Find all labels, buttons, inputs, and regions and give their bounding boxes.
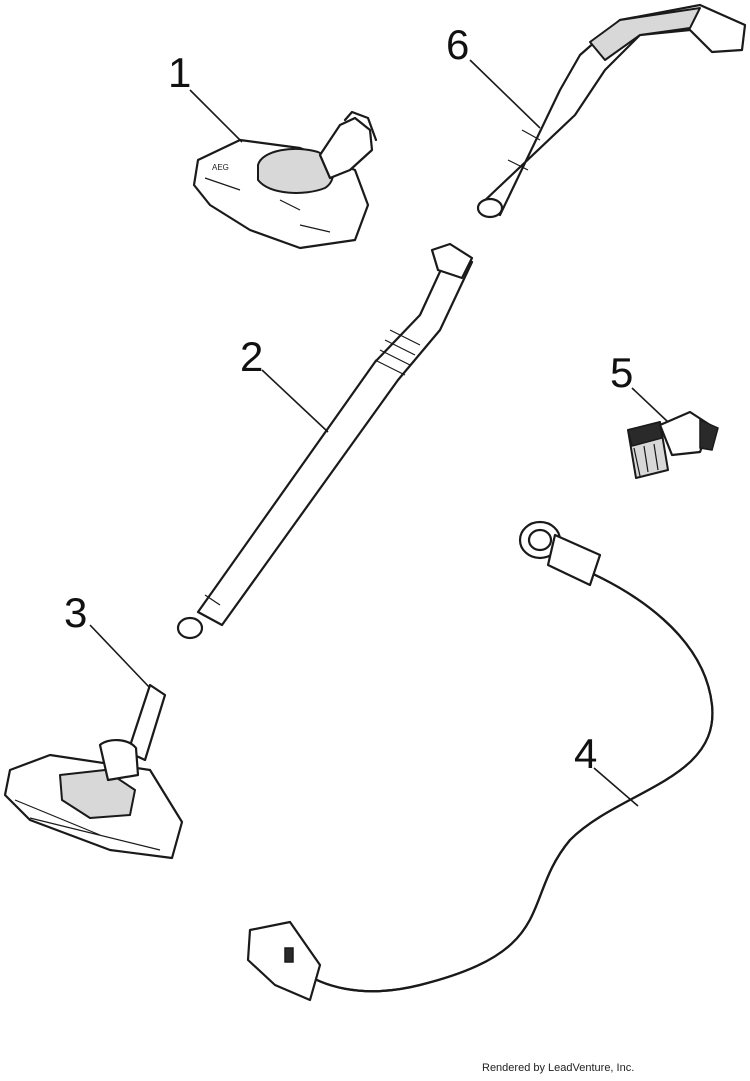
footer-credit: Rendered by LeadVenture, Inc.: [482, 1062, 635, 1074]
leader-line-3: [89, 624, 151, 689]
leader-line-5: [631, 387, 669, 423]
leader-line-4: [593, 767, 639, 807]
svg-text:AEG: AEG: [212, 163, 229, 172]
leader-line-6: [469, 59, 541, 129]
callout-1: 1: [168, 49, 192, 96]
callout-3: 3: [64, 589, 88, 636]
part-handle[interactable]: [476, 3, 747, 219]
part-floor-nozzle[interactable]: [3, 683, 184, 860]
leader-line-2: [261, 369, 329, 433]
leader-line-1: [189, 89, 243, 143]
part-dusting-brush[interactable]: [627, 410, 719, 479]
callout-2: 2: [240, 333, 264, 380]
part-turbo-brush[interactable]: AEG: [192, 110, 378, 250]
callout-6: 6: [446, 21, 470, 68]
part-telescopic-tube[interactable]: [176, 242, 474, 640]
callout-4: 4: [574, 730, 598, 777]
callout-5: 5: [610, 349, 634, 396]
part-hose[interactable]: [246, 520, 714, 1002]
